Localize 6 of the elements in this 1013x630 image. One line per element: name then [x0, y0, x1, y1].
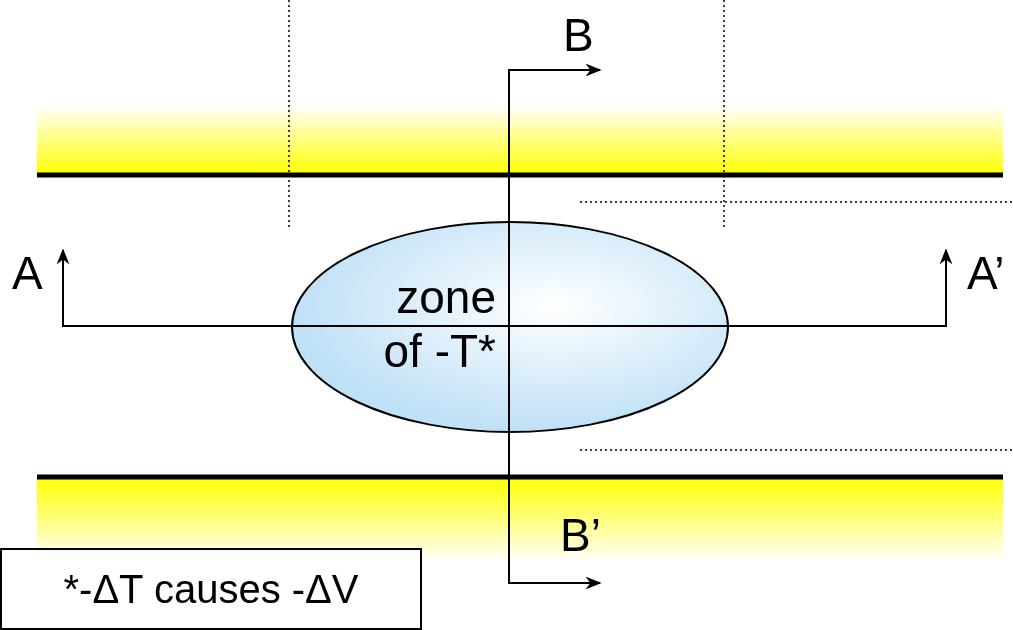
- section-label: B: [563, 12, 594, 58]
- section-label: A’: [967, 250, 1005, 296]
- section-label: A: [12, 250, 43, 296]
- zone-label: zone of -T*: [382, 270, 496, 378]
- note-box: *-ΔT causes -ΔV: [0, 548, 422, 630]
- section-label: B’: [560, 512, 601, 558]
